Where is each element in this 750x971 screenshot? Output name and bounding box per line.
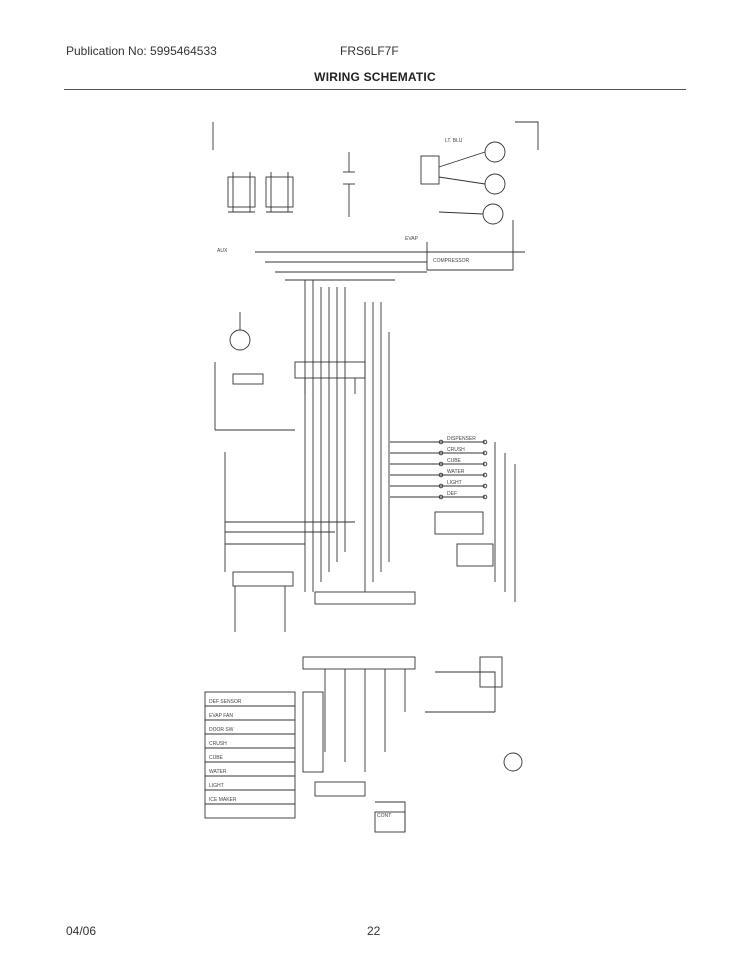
compressor-box (426, 220, 514, 271)
terminal-label: DEF (447, 491, 457, 497)
center-connector (314, 591, 416, 605)
motor-1 (484, 141, 506, 163)
fan-motor (229, 329, 251, 351)
label-lt-blu: LT. BLU (445, 138, 463, 144)
page-title: WIRING SCHEMATIC (314, 70, 436, 84)
function-table (204, 691, 296, 819)
label-cont: CONT (377, 813, 391, 819)
label-aux: AUX (217, 248, 228, 254)
terminal-label: LIGHT (447, 480, 462, 486)
switch-block-2 (265, 176, 294, 208)
table-row-label: CUBE (209, 755, 224, 761)
table-row-label: LIGHT (209, 783, 224, 789)
table-row-label: EVAP FAN (209, 713, 233, 719)
header-rule (64, 89, 686, 90)
motor-2 (484, 173, 506, 195)
main-board-connector (294, 361, 366, 379)
evap-fan-motor (503, 752, 523, 772)
left-connector (232, 571, 294, 587)
table-row-label: ICE MAKER (209, 797, 237, 803)
compressor-relay (374, 811, 406, 833)
wiring-schematic: LT. BLU EVAP COMPRESSOR AUX CONT DISPENS… (204, 121, 539, 833)
model-number: FRS6LF7F (340, 44, 399, 58)
terminal-strip (390, 439, 516, 602)
terminal-label: DISPENSER (447, 436, 476, 442)
terminal-label: CUBE (447, 458, 462, 464)
terminal-label: WATER (447, 469, 465, 475)
lamp-block (420, 155, 440, 185)
switch-block-1 (227, 176, 256, 208)
table-row-label: WATER (209, 769, 227, 775)
footer-date: 04/06 (66, 924, 97, 938)
table-row-label: DOOR SW (209, 727, 234, 733)
motor-3 (482, 203, 504, 225)
label-evap: EVAP (405, 236, 419, 242)
table-row-label: DEF SENSOR (209, 699, 242, 705)
terminal-label: CRUSH (447, 447, 465, 453)
publication-number: Publication No: 5995464533 (66, 44, 217, 58)
label-compressor: COMPRESSOR (433, 258, 470, 264)
frame-corner-tr (515, 121, 539, 150)
page-number: 22 (367, 924, 381, 938)
table-row-label: CRUSH (209, 741, 227, 747)
control-board (302, 656, 416, 670)
